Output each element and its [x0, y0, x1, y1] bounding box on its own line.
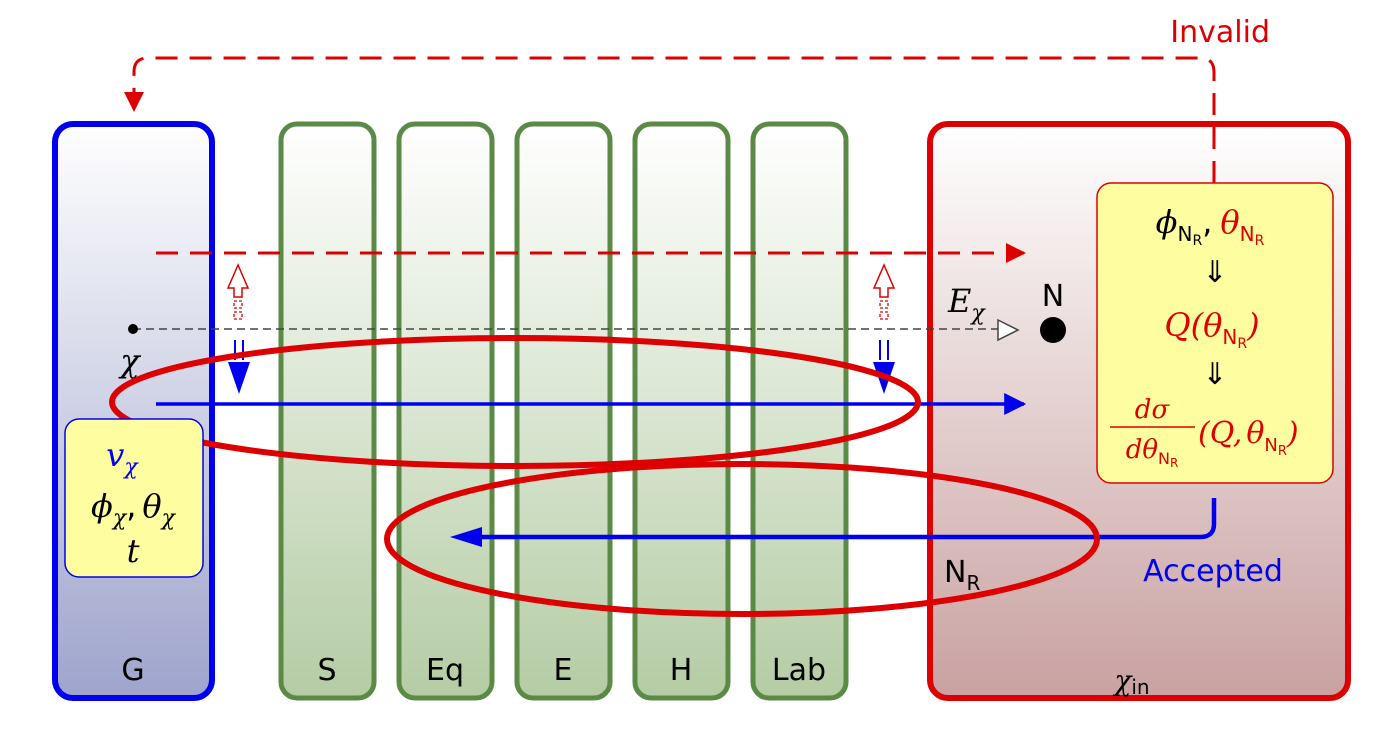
recoil-nucleus-label: NR: [944, 555, 980, 595]
e-chi-label: Eχ: [947, 282, 986, 326]
time-label: t: [127, 532, 140, 570]
halo-column: [632, 121, 731, 701]
chi-label: χ: [118, 342, 141, 380]
forward-transform-ellipse: [109, 335, 921, 469]
galaxy-velocity-box: [64, 418, 204, 578]
down-arrow-icon: [228, 362, 250, 394]
hollow-up-arrow-icon: [226, 263, 250, 298]
return-transform-ellipse: [384, 461, 1100, 617]
accepted-return-arrow: [478, 498, 1217, 540]
lab-label: Lab: [772, 653, 826, 688]
implies-arrow-1: ⇓: [1202, 255, 1227, 290]
lab-column: [750, 121, 849, 701]
cross-section-args: (Q,θNR): [1198, 416, 1299, 459]
recoil-box: [1096, 182, 1334, 484]
nucleus-dot: [1040, 317, 1066, 343]
accepted-arrowhead: [450, 527, 482, 547]
phi-theta-chi-label: ϕχ,θχ: [91, 487, 177, 531]
accepted-label: Accepted: [1143, 554, 1283, 589]
sun-column: [278, 121, 377, 701]
galaxy-label: G: [121, 653, 144, 688]
frame-columns: S Eq E H Lab: [278, 121, 849, 701]
earth-eq-label: Eq: [426, 653, 464, 688]
invalid-arrowhead: [124, 92, 144, 112]
invalid-label: Invalid: [1170, 15, 1270, 50]
phi-theta-recoil-label: ϕNR,θNR: [1156, 203, 1265, 249]
sun-label: S: [317, 653, 336, 688]
hollow-up-arrow-icon: [872, 263, 896, 298]
earth-label: E: [554, 653, 573, 688]
implies-arrow-2: ⇓: [1202, 357, 1227, 392]
earth-column: [514, 121, 613, 701]
invalid-return-path: [132, 56, 1216, 183]
chi-in-label: χin: [1112, 664, 1149, 699]
chi-start-dot: [128, 324, 138, 334]
d-sigma-numerator: dσ: [1135, 395, 1171, 425]
d-theta-denominator: dθNR: [1126, 435, 1179, 470]
v-chi-label: vχ: [106, 436, 139, 480]
nucleus-label: N: [1042, 279, 1064, 314]
chi-path-arrowhead: [997, 318, 1020, 342]
cross-section-formula: dσ dθNR (Q,θNR): [1110, 395, 1299, 470]
earth-eq-column: [396, 121, 495, 701]
galaxy-column: [52, 121, 215, 701]
halo-label: H: [670, 653, 693, 688]
q-theta-label: Q(θNR): [1164, 306, 1259, 352]
